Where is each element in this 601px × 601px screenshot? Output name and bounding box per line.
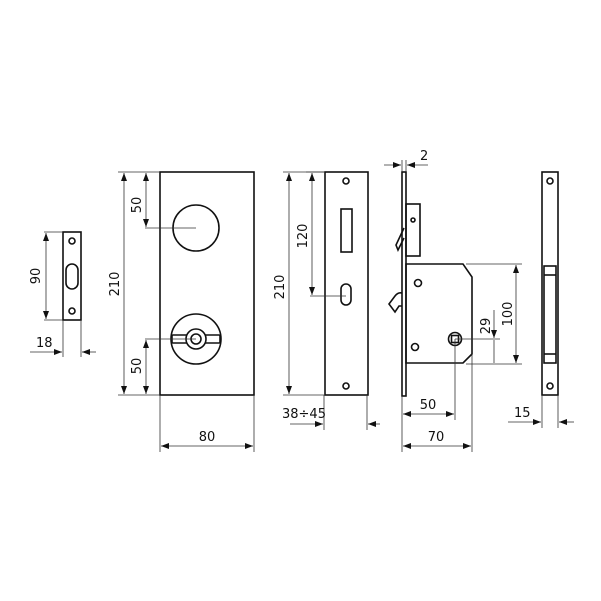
case-depth-label: 70 — [428, 430, 445, 445]
lock-body-side-view: 2 100 29 50 70 — [384, 149, 522, 452]
strike-plate: 15 — [508, 171, 574, 428]
escutcheon-height-label: 210 — [108, 272, 123, 297]
spindle-height-label: 29 — [479, 318, 494, 335]
forend-spacing-label: 120 — [296, 224, 311, 249]
strike-width-label: 15 — [514, 406, 531, 421]
door-thickness-label: 38÷45 — [282, 407, 326, 422]
escutcheon-plate: 210 50 50 80 — [108, 171, 255, 452]
forend-plate: 210 120 38÷45 — [273, 171, 380, 430]
plate-thickness-label: 2 — [420, 149, 428, 164]
small-strike-plate: 90 18 — [29, 231, 96, 357]
escutcheon-bottom-label: 50 — [130, 358, 145, 375]
small-strike-width-label: 18 — [36, 336, 53, 351]
backset-label: 50 — [420, 398, 437, 413]
forend-height-label: 210 — [273, 275, 288, 300]
small-strike-height-label: 90 — [29, 268, 44, 285]
escutcheon-width-label: 80 — [199, 430, 216, 445]
case-height-label: 100 — [501, 302, 516, 327]
escutcheon-top-label: 50 — [130, 197, 145, 214]
